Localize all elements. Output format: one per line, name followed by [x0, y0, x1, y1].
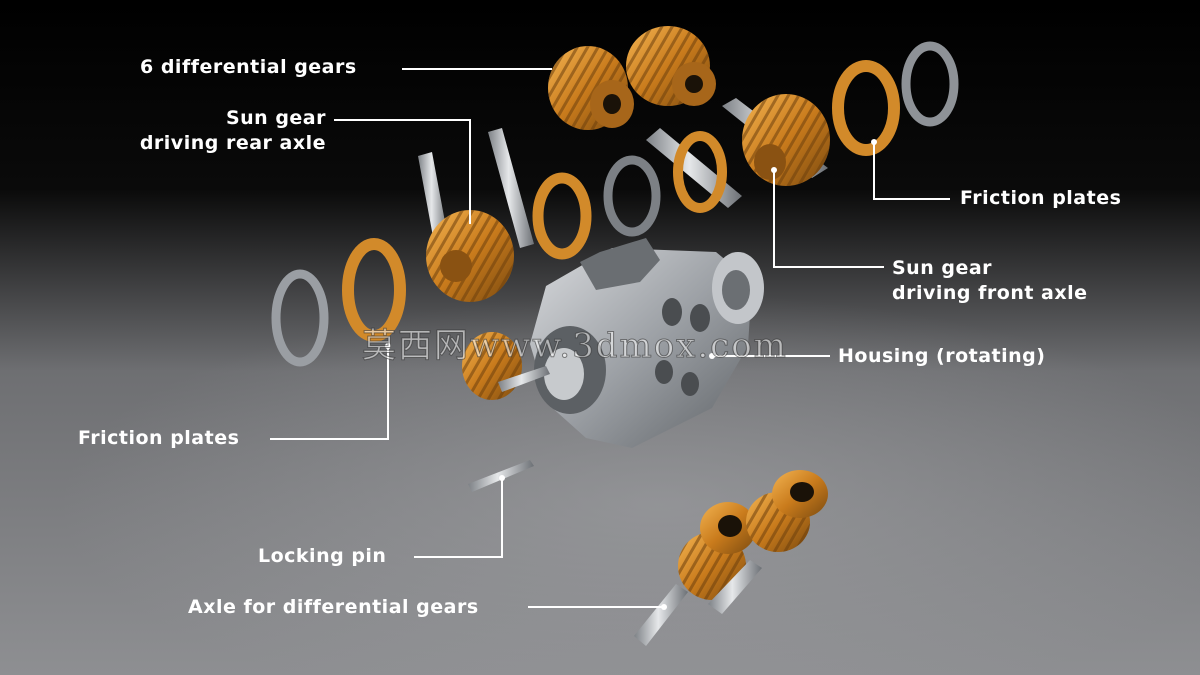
- leader-locking-pin: [414, 478, 503, 558]
- label-sun-gear-front-line2: driving front axle: [892, 282, 1088, 304]
- housing: [530, 238, 764, 448]
- friction-plate-top-steel: [901, 41, 959, 127]
- sun-gear-front: [742, 94, 830, 186]
- sun-gear-rear: [426, 210, 514, 302]
- label-sun-gear-rear: Sun gear driving rear axle: [100, 106, 326, 156]
- differential-gear-left: [462, 332, 550, 400]
- leader-friction-left: [270, 346, 389, 440]
- label-sun-gear-front-line1: Sun gear: [892, 257, 993, 279]
- label-axle: Axle for differential gears: [188, 596, 479, 618]
- label-diff-gears: 6 differential gears: [140, 56, 357, 78]
- friction-plate-center-bronze-1: [532, 172, 592, 260]
- friction-plate-left-bronze: [342, 238, 406, 342]
- axle-pin-left-2: [488, 128, 534, 248]
- friction-plate-center-steel: [603, 155, 661, 237]
- friction-plate-left-steel: [271, 269, 329, 367]
- axle-pin-left-1: [418, 152, 448, 242]
- label-housing: Housing (rotating): [838, 345, 1046, 367]
- leader-friction-top: [873, 142, 950, 200]
- differential-gear-bottom-right: [708, 470, 828, 614]
- friction-plate-top-bronze: [832, 60, 900, 156]
- differential-gear-top-right: [626, 26, 716, 106]
- leader-sun-front: [773, 170, 884, 268]
- differential-gear-top-left: [548, 46, 634, 130]
- leader-lines: [270, 68, 950, 610]
- leader-sun-rear: [334, 119, 471, 224]
- watermark: 莫西网www.3dmox.com: [362, 326, 788, 367]
- label-friction-plates-left: Friction plates: [78, 427, 240, 449]
- friction-plate-center-bronze-2: [673, 131, 727, 213]
- label-sun-gear-front: Sun gear driving front axle: [892, 256, 1088, 306]
- label-sun-gear-rear-line2: driving rear axle: [139, 132, 326, 154]
- label-friction-plates-top: Friction plates: [960, 187, 1122, 209]
- label-sun-gear-rear-line1: Sun gear: [225, 107, 326, 129]
- label-locking-pin: Locking pin: [258, 545, 387, 567]
